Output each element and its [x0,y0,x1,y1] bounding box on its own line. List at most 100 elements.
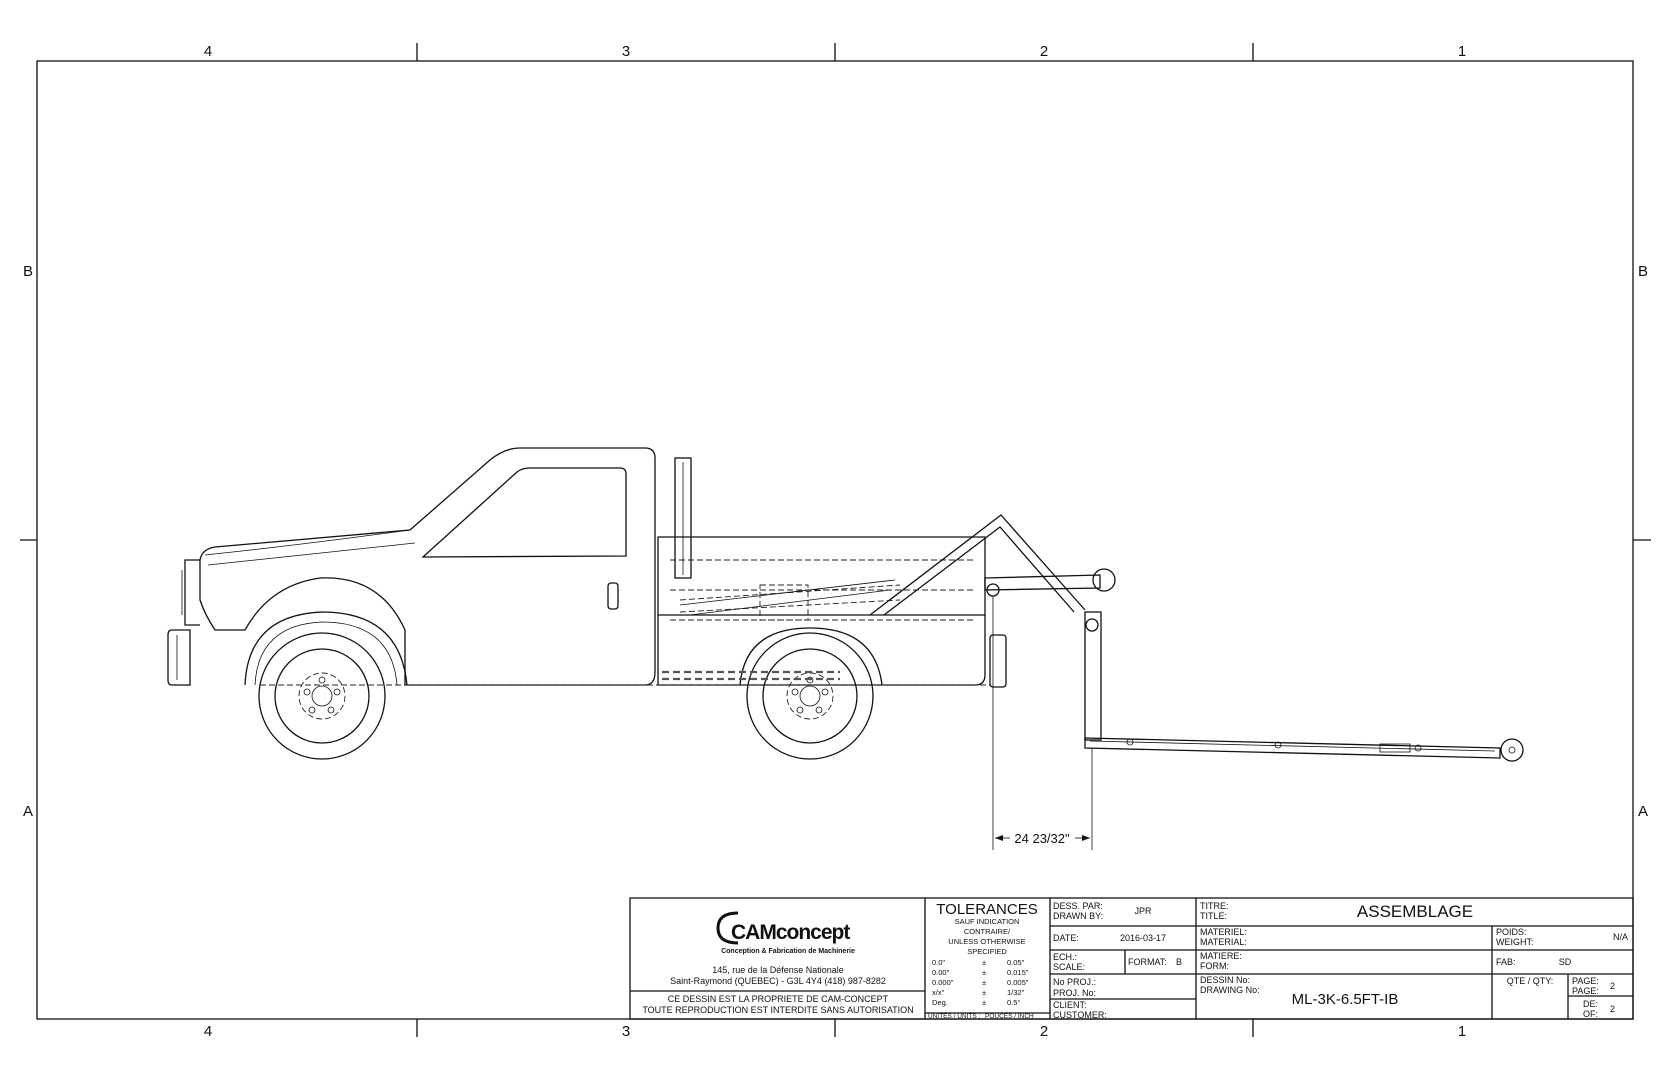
tol-pm: ± [982,998,986,1007]
format-value: B [1176,957,1182,967]
client-label-en: CUSTOMER: [1053,1010,1107,1020]
zone-col-bottom-1: 1 [1458,1023,1466,1040]
title-label-en: TITLE: [1200,911,1227,921]
tol-fmt: 0.000" [932,978,954,987]
fab-label: FAB: [1496,957,1516,967]
project-label-fr: No PROJ.: [1053,977,1096,987]
address-line-1: 145, rue de la Défense Nationale [712,965,844,975]
logo-tagline: Conception & Fabrication de Machinerie [721,948,855,955]
rear-wheel [746,632,874,760]
weight-value: N/A [1613,932,1628,942]
dimension-label: 24 23/32" [1014,831,1070,846]
of-value: 2 [1610,1004,1615,1014]
tol-fmt: x/x" [932,988,945,997]
material-label-en: MATERIAL: [1200,937,1247,947]
zone-col-bottom-3: 3 [622,1023,630,1040]
tol-fmt: 0.0" [932,958,945,967]
tol-val: 1/32" [1007,988,1025,997]
front-bumper [184,559,200,626]
tolerances-sub-3: UNLESS OTHERWISE [948,937,1025,946]
drawing-frame [36,60,1634,1020]
form-label-fr: MATIERE: [1200,951,1242,961]
tolerances-heading: TOLERANCES [936,901,1037,918]
zone-col-top-1: 1 [1458,43,1466,60]
units-label: UNITES / UNITS : [928,1013,981,1020]
tol-pm: ± [982,958,986,967]
zone-col-bottom-4: 4 [204,1023,212,1040]
drawn-by-label-en: DRAWN BY: [1053,911,1103,921]
tol-fmt: Deg. [932,998,948,1007]
format-label: FORMAT: [1128,957,1167,967]
headache-rack [674,457,692,579]
vertical-arm [1084,611,1102,741]
tol-pm: ± [982,968,986,977]
title-label-fr: TITRE: [1200,901,1229,911]
zone-ticks [20,43,1651,1037]
units-value: POUCES / INCH [985,1013,1034,1020]
tol-val: 0.05" [1007,958,1025,967]
of-label-en: OF: [1583,1009,1598,1019]
zone-col-top-3: 3 [622,43,630,60]
zone-row-left-a: A [23,803,33,820]
rear-bumper [989,634,1007,688]
qty-label: QTE / QTY: [1507,976,1554,986]
date-value: 2016-03-17 [1120,933,1166,943]
scale-label-en: SCALE: [1053,962,1085,972]
tolerances-sub-1: SAUF INDICATION [955,917,1020,926]
tol-pm: ± [982,988,986,997]
zone-col-bottom-2: 2 [1040,1023,1048,1040]
lift-boom [869,514,1086,616]
zone-row-right-a: A [1638,803,1648,820]
date-label: DATE: [1053,933,1079,943]
front-wheel [258,632,386,760]
material-label-fr: MATERIEL: [1200,927,1247,937]
upper-roller [1092,568,1116,592]
tolerances-sub-4: SPECIFIED [967,947,1007,956]
weight-label-en: WEIGHT: [1496,937,1534,947]
drawn-by-label-fr: DESS. PAR: [1053,901,1103,911]
door-handle [607,582,619,610]
truck-assembly [167,447,1524,762]
front-fender [244,611,408,686]
tolerances-sub-2: CONTRAIRE/ [964,927,1011,936]
zone-col-top-4: 4 [204,43,212,60]
of-label-fr: DE: [1583,999,1598,1009]
address-line-2: Saint-Raymond (QUEBEC) - G3L 4Y4 (418) 9… [670,976,886,986]
zone-col-top-2: 2 [1040,43,1048,60]
tol-fmt: 0.00" [932,968,950,977]
drawing-no-label-en: DRAWING No: [1200,985,1260,995]
tolerance-table: 0.0" ± 0.05" 0.00" ± 0.015" 0.000" ± 0.0… [932,958,1029,1007]
project-label-en: PROJ. No: [1053,988,1096,998]
drawing-no-label-fr: DESSIN No: [1200,975,1250,985]
tol-val: 0.5° [1007,998,1020,1007]
tol-pm: ± [982,978,986,987]
wheel-lift-arm [1084,737,1501,759]
drawing-number: ML-3K-6.5FT-IB [1292,991,1399,1008]
page-value: 2 [1610,981,1615,991]
dimension: 24 23/32" [992,596,1093,850]
tol-val: 0.005" [1007,978,1029,987]
zone-row-left-b: B [23,263,33,280]
lower-roller [1500,738,1524,762]
zone-row-right-b: B [1638,263,1648,280]
form-label-en: FORM: [1200,961,1229,971]
rear-fender [739,627,883,686]
page-label-en: PAGE: [1572,986,1599,996]
truck-cab [199,447,656,686]
tol-val: 0.015" [1007,968,1029,977]
client-label-fr: CLIENT: [1053,1000,1087,1010]
logo-brand: CAMconcept [731,921,850,944]
title-block: CAMconcept Conception & Fabrication de M… [629,897,1634,1020]
drawing-title: ASSEMBLAGE [1357,902,1473,921]
fab-value: SD [1559,957,1572,967]
cab-window [421,467,627,558]
notice-line-2: TOUTE REPRODUCTION EST INTERDITE SANS AU… [642,1005,913,1015]
company-logo: CAMconcept Conception & Fabrication de M… [716,911,855,955]
page-label-fr: PAGE: [1572,976,1599,986]
scale-label-fr: ECH.: [1053,952,1077,962]
notice-line-1: CE DESSIN EST LA PROPRIETE DE CAM-CONCEP… [668,994,889,1004]
weight-label-fr: POIDS: [1496,927,1527,937]
upper-arm [984,574,1101,591]
drawn-by-value: JPR [1134,906,1152,916]
